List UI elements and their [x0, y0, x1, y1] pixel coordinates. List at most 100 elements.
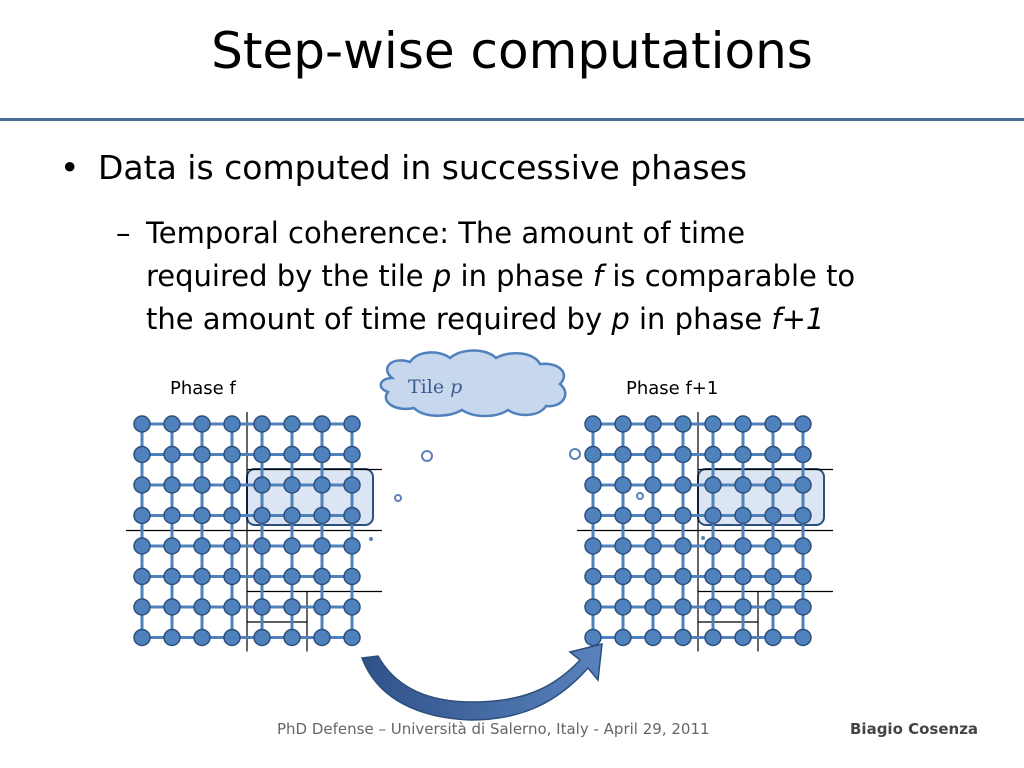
grid-node	[163, 476, 181, 494]
grid-node	[614, 415, 632, 433]
grid-node	[343, 445, 361, 464]
grid-node	[343, 506, 361, 525]
grid-node	[283, 445, 301, 464]
grid-node	[313, 476, 331, 494]
tile-label-text: Tile	[408, 376, 451, 398]
grid-node	[674, 598, 692, 616]
grid-node	[644, 567, 662, 586]
grid-node	[163, 598, 181, 616]
grid-node	[704, 537, 722, 555]
tile-label-p: p	[450, 376, 463, 398]
grid-node	[734, 445, 752, 464]
grid-node	[343, 476, 361, 494]
grid-node	[193, 476, 211, 494]
grid-node	[283, 415, 301, 433]
grid-node	[734, 476, 752, 494]
grid-node	[734, 628, 752, 647]
grid-node	[253, 445, 271, 464]
grid-node	[223, 445, 241, 464]
bullet-dot-icon: •	[60, 148, 80, 187]
grid-node	[584, 537, 602, 555]
grid-node	[163, 628, 181, 647]
grid-node	[614, 628, 632, 647]
grid-node	[313, 445, 331, 464]
grid-node	[163, 567, 181, 586]
grid-node	[644, 537, 662, 555]
grid-node	[674, 415, 692, 433]
title-divider	[0, 118, 1024, 121]
grid-node	[343, 598, 361, 616]
grid-node	[764, 506, 782, 525]
grid-node	[253, 415, 271, 433]
grid-node	[794, 415, 812, 433]
grid-node	[133, 445, 151, 464]
grid-node	[794, 598, 812, 616]
grid-node	[253, 537, 271, 555]
grid-node	[223, 415, 241, 433]
grid-node	[313, 506, 331, 525]
grid-node	[794, 628, 812, 647]
grid-node	[163, 506, 181, 525]
grid-node	[614, 598, 632, 616]
grid-node	[223, 628, 241, 647]
sub-line-2-p: p	[432, 259, 452, 293]
grid-node	[644, 628, 662, 647]
grid-node	[193, 445, 211, 464]
grid-node	[283, 537, 301, 555]
footer-author: Biagio Cosenza	[850, 720, 979, 738]
sub-line-2-c: is comparable to	[603, 259, 856, 293]
grid-node	[764, 537, 782, 555]
phase-f1-label: Phase f+1	[626, 378, 719, 399]
grid-node	[283, 506, 301, 525]
grid-node	[734, 415, 752, 433]
grid-node	[794, 445, 812, 464]
grid-node	[133, 476, 151, 494]
grid-node	[644, 598, 662, 616]
grid-node	[313, 415, 331, 433]
grid-node	[313, 567, 331, 586]
grid-node	[794, 476, 812, 494]
grid-node	[764, 567, 782, 586]
grid-node	[283, 598, 301, 616]
grid-node	[674, 628, 692, 647]
grid-node	[253, 567, 271, 586]
grid-node	[734, 506, 752, 525]
grid-node	[193, 506, 211, 525]
grid-node	[133, 598, 151, 616]
sub-line-2-f: f	[592, 259, 604, 293]
grid-node	[704, 476, 722, 494]
grid-node	[614, 567, 632, 586]
grid-node	[644, 506, 662, 525]
grid-node	[133, 537, 151, 555]
grid-node	[764, 445, 782, 464]
grid-node	[734, 537, 752, 555]
grid-node	[704, 415, 722, 433]
grid-node	[614, 506, 632, 525]
grid-node	[794, 537, 812, 555]
grid-node	[674, 506, 692, 525]
grid-node	[193, 567, 211, 586]
grid-node	[704, 506, 722, 525]
sub-line-2: required by the tile p in phase f is com…	[116, 255, 976, 298]
grid-node	[764, 628, 782, 647]
grid-node	[223, 567, 241, 586]
grid-node	[343, 537, 361, 555]
grid-node	[223, 506, 241, 525]
grid-node	[253, 476, 271, 494]
grid-node	[163, 537, 181, 555]
grid-node	[343, 567, 361, 586]
grid-node	[313, 628, 331, 647]
grid-node	[704, 445, 722, 464]
grid-node	[283, 567, 301, 586]
sub-line-3-b: in phase	[629, 302, 772, 336]
sub-bullet: – Temporal coherence: The amount of time…	[116, 212, 976, 341]
sub-line-3-f1: f+1	[771, 302, 825, 336]
grid-node	[343, 415, 361, 433]
grid-node	[253, 598, 271, 616]
sub-line-3-p: p	[611, 302, 630, 336]
sub-line-3-a: the amount of time required by	[146, 302, 612, 336]
grid-node	[133, 628, 151, 647]
grid-node	[764, 598, 782, 616]
grid-node	[193, 415, 211, 433]
grid-node	[283, 628, 301, 647]
